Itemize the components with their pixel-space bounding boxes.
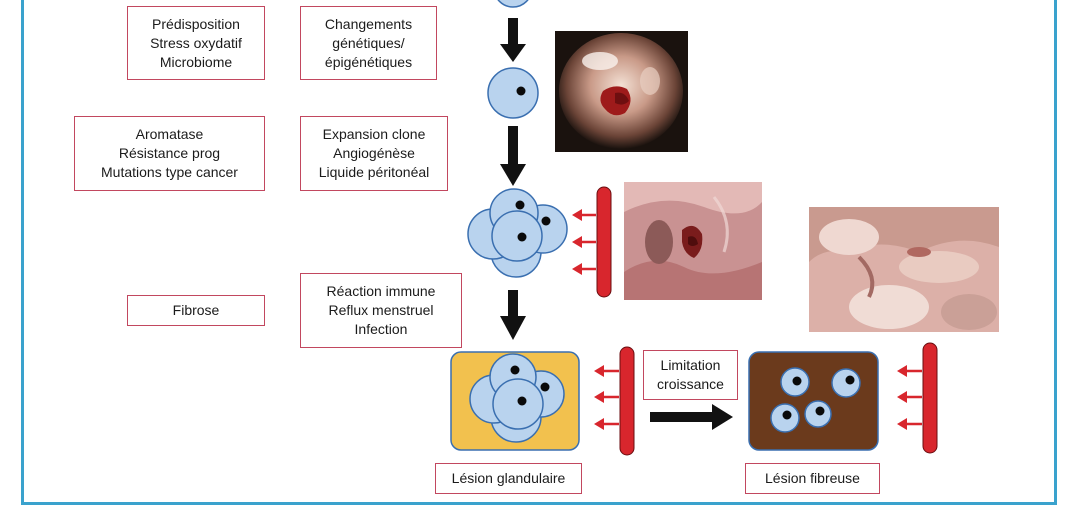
immune-reaction-line-2: Reflux menstruel [328,302,434,318]
genetic-changes-line-2: génétiques/ [332,34,405,51]
growth-limitation-line-2: croissance [657,376,724,392]
predisposition-box: Prédisposition Stress oxydatif Microbiom… [127,6,265,80]
glandular-lesion-text: Lésion glandulaire [451,470,566,486]
blood-vessel-2 [619,346,635,456]
genetic-changes-line-1: Changements [324,15,413,32]
growth-limitation-line-1: Limitation [660,357,721,373]
single-cell [487,67,539,119]
predisposition-line-2: Stress oxydatif [150,34,242,51]
fibrous-lesion-label: Lésion fibreuse [745,463,880,494]
top-cell [497,0,529,8]
clonal-expansion-line-3: Liquide péritonéal [318,164,430,180]
blood-vessel-3 [922,342,938,454]
aromatase-box: Aromatase Résistance prog Mutations type… [74,116,265,191]
arrow-down-1 [500,18,526,62]
endoscopy-photo-3 [809,207,999,332]
fibrosis-line-1: Fibrose [172,302,220,318]
glandular-lesion-label: Lésion glandulaire [435,463,582,494]
arrow-down-2 [500,126,526,186]
glandular-lesion [450,351,580,451]
arrow-down-3 [500,290,526,340]
immune-reaction-line-3: Infection [354,321,408,337]
fibrosis-box: Fibrose [127,295,265,326]
endoscopy-photo-1 [555,31,688,152]
predisposition-line-1: Prédisposition [152,15,240,32]
angiogenesis-arrows-3 [897,365,922,430]
aromatase-line-2: Résistance prog [118,145,221,161]
angiogenesis-arrows-1 [572,209,596,275]
predisposition-line-3: Microbiome [159,53,233,70]
immune-reaction-box: Réaction immune Reflux menstruel Infecti… [300,273,462,348]
genetic-changes-line-3: épigénétiques [324,53,413,70]
diagram-frame [21,0,1057,505]
fibrous-lesion-text: Lésion fibreuse [765,470,860,486]
immune-reaction-line-1: Réaction immune [326,283,436,299]
aromatase-line-3: Mutations type cancer [101,164,238,180]
genetic-changes-box: Changements génétiques/ épigénétiques [300,6,437,80]
clonal-expansion-box: Expansion clone Angiogénèse Liquide péri… [300,116,448,191]
angiogenesis-arrows-2 [594,365,619,430]
clonal-expansion-line-1: Expansion clone [322,126,426,142]
growth-limitation-box: Limitation croissance [643,350,738,400]
fibrous-lesion [748,351,879,451]
clonal-expansion-line-2: Angiogénèse [333,145,415,161]
aromatase-line-1: Aromatase [135,126,204,142]
blood-vessel-1 [596,186,612,298]
endoscopy-photo-2 [624,182,762,300]
arrow-right [650,404,733,430]
cell-cluster [467,188,568,278]
